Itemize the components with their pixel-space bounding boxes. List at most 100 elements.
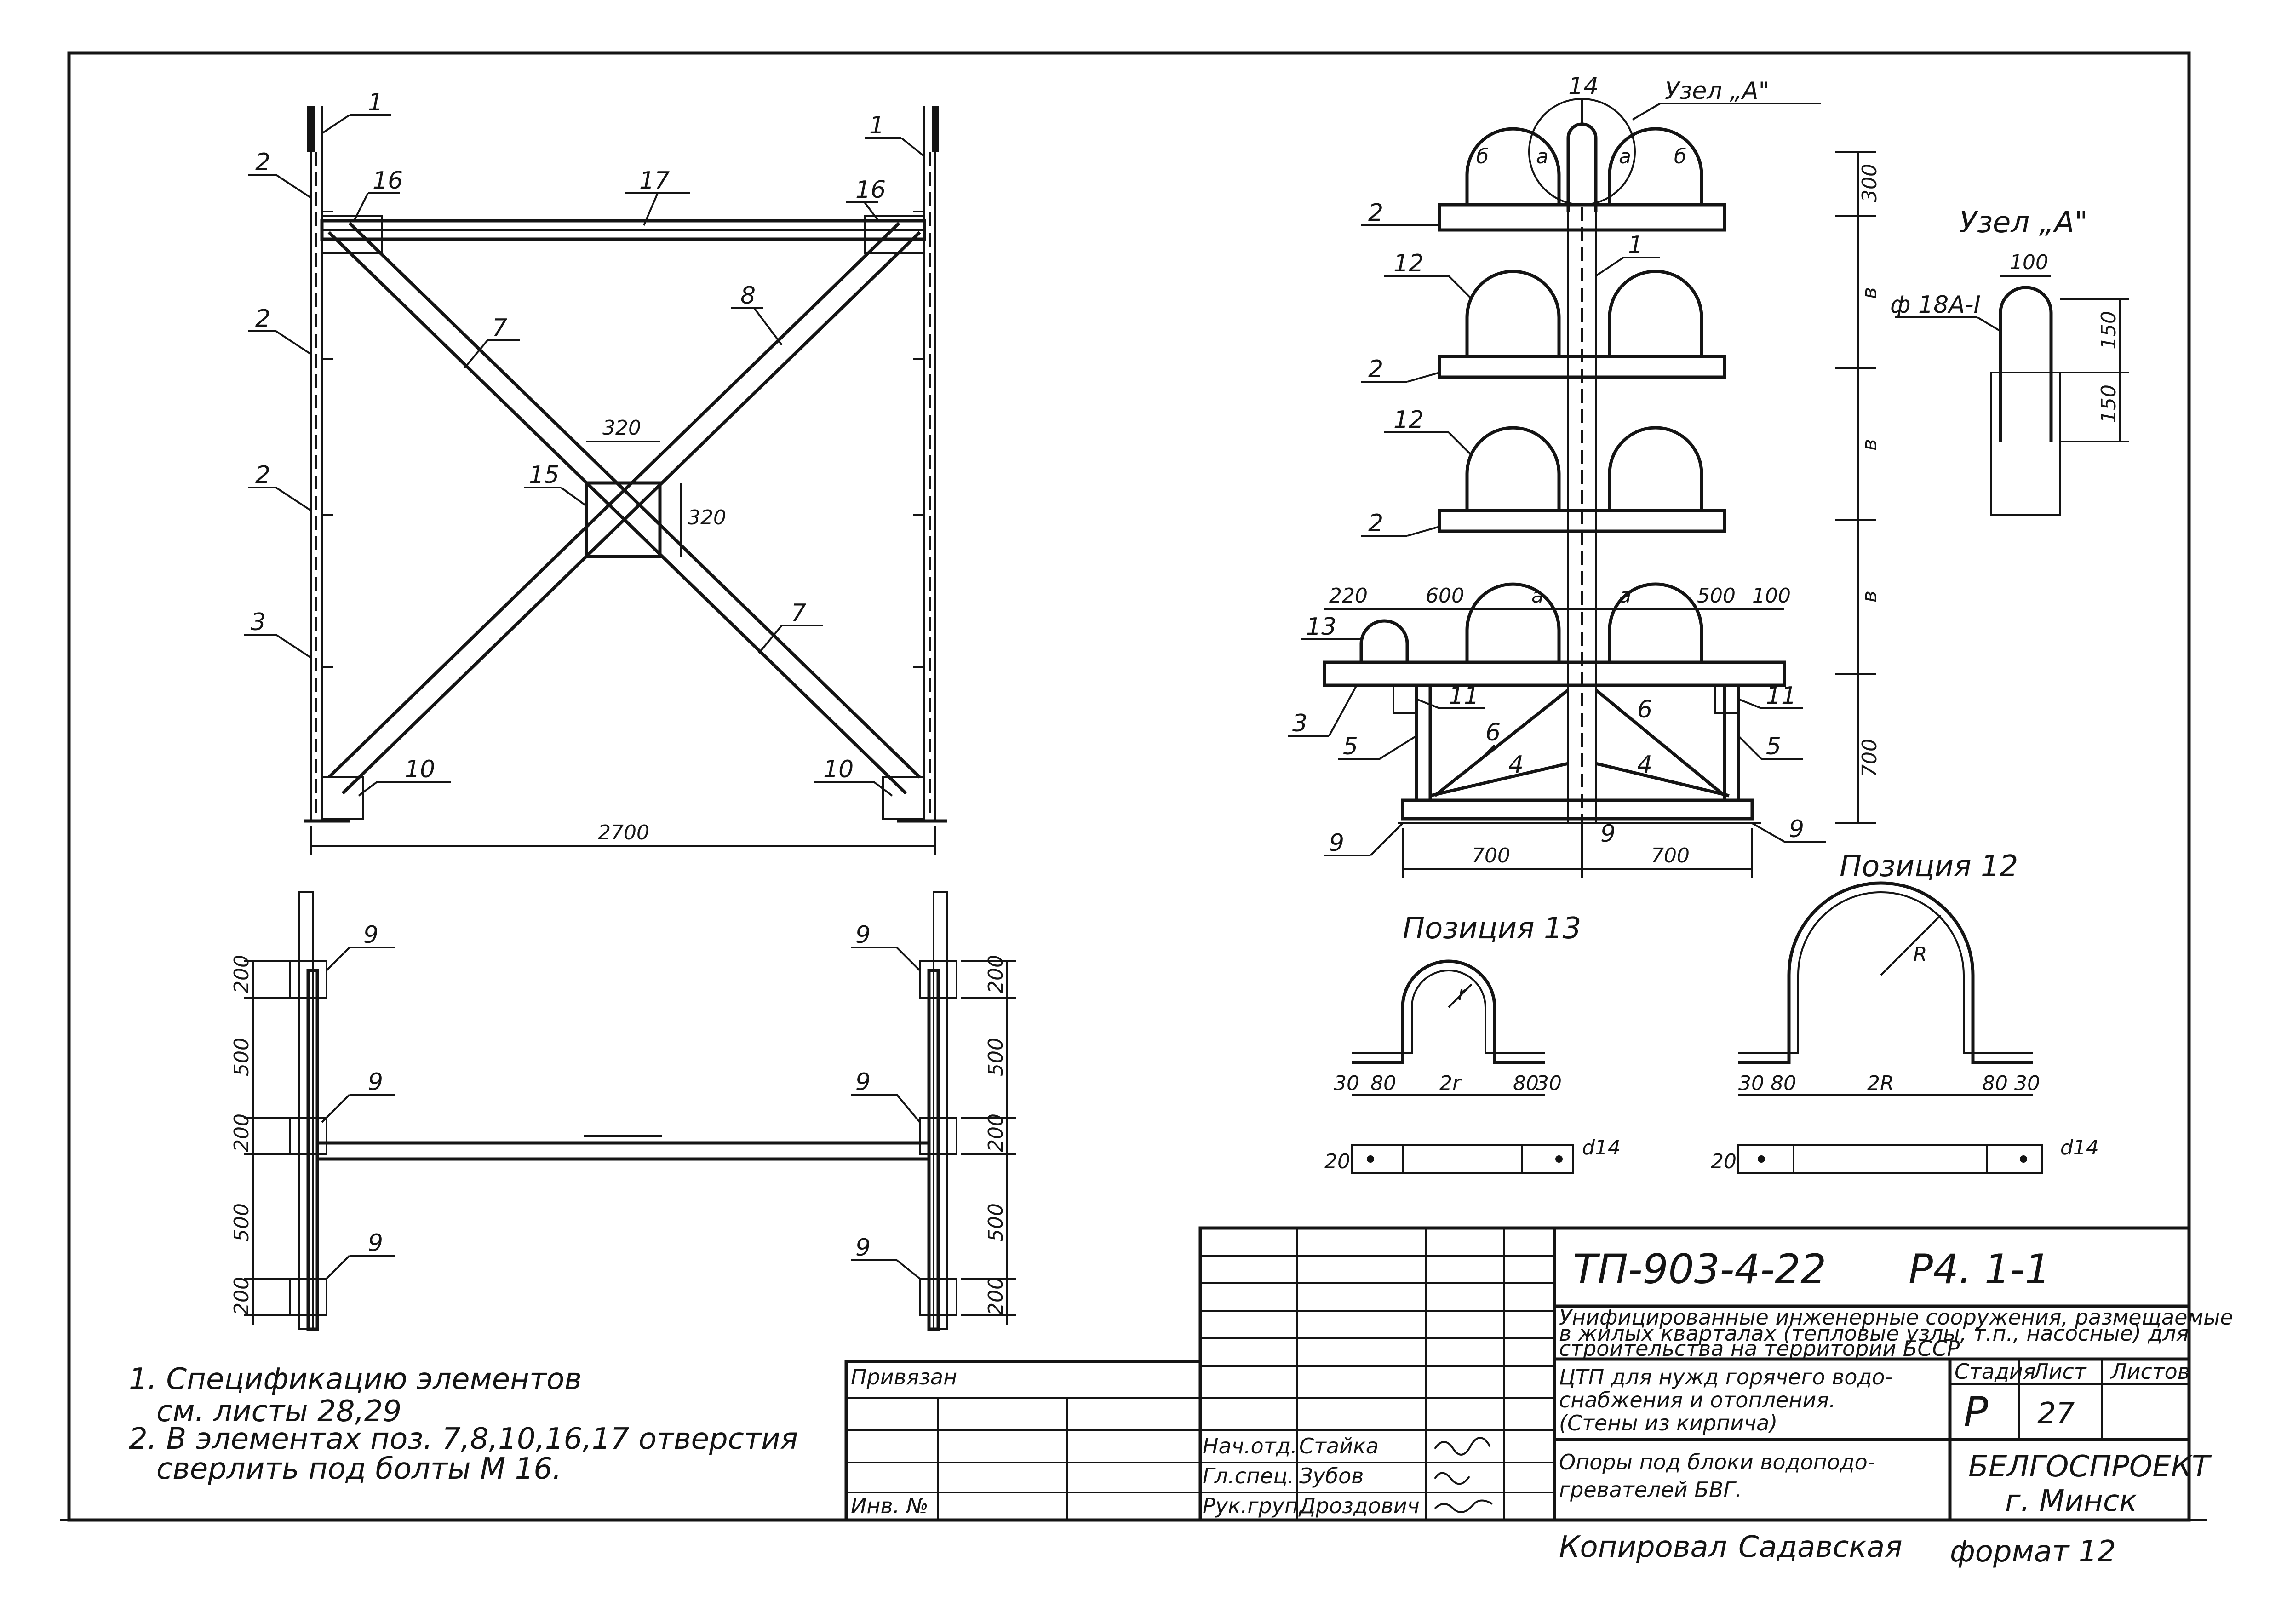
dim-side: б (1674, 145, 1686, 168)
position-13-detail: Позиция 13 r 30 80 2r 80 30 20 d14 (1324, 912, 1621, 1174)
dim-node: 100 (2010, 251, 2048, 274)
dim-plan: 200 (984, 1277, 1008, 1315)
dim-plate-width: 320 (602, 416, 641, 440)
pos-label: 9 (1789, 815, 1804, 843)
sheet-number: 27 (2037, 1397, 2075, 1431)
side-view: 300 в в в 700 220 600 a a 500 100 б a a … (1288, 73, 1881, 878)
pos-label: 4 (1508, 751, 1524, 779)
organization: БЕЛГОСПРОЕКТ (1968, 1450, 2212, 1484)
node-a-callout: Узел „А" (1665, 77, 1770, 105)
pos-label: 9 (368, 1068, 383, 1096)
name-lead: Дроздович (1298, 1493, 1420, 1518)
dim-side: a (1619, 584, 1631, 608)
pos-label: 2 (255, 305, 270, 333)
pos-label: 8 (740, 282, 756, 310)
dim-side: 600 (1426, 584, 1464, 608)
dim-side: 300 (1858, 164, 1881, 202)
dim-side: 100 (1752, 584, 1791, 608)
dim-pos12: 20 (1711, 1150, 1737, 1173)
pos-label: 3 (251, 608, 266, 636)
pos-label: 9 (1600, 820, 1616, 848)
dim-side: в (1858, 439, 1881, 451)
dim-plan: 500 (984, 1203, 1008, 1242)
drawing-title-1: Опоры под блоки водоподо- (1559, 1450, 1875, 1475)
sheet-label: Лист (2032, 1359, 2087, 1384)
title-block: Привязан Инв. № ТП-903-4-22 Р4. 1-1 Униф… (844, 1226, 2233, 1569)
pos-label: 16 (855, 176, 886, 204)
dim-plan: 200 (984, 1113, 1008, 1152)
dim-plan: 200 (230, 955, 253, 993)
pos-label: 9 (1329, 829, 1344, 857)
pos-label: 13 (1306, 613, 1336, 641)
project-line-1: Унифицированные инженерные сооружения, р… (1559, 1305, 2233, 1330)
general-notes: 1. Спецификацию элементов см. листы 28,2… (129, 1362, 798, 1486)
dim-pos13: d14 (1582, 1136, 1621, 1159)
dim-pos13: 80 (1370, 1072, 1396, 1095)
pos-label: 7 (791, 599, 806, 627)
name-head: Стайка (1299, 1434, 1379, 1458)
dim-side: в (1858, 591, 1881, 603)
dim-plan: 200 (984, 955, 1008, 993)
dim-side: a (1536, 145, 1548, 168)
pos-label: 14 (1568, 73, 1599, 100)
role-head: Нач.отд. (1203, 1434, 1297, 1458)
dim-pos13: 30 (1334, 1072, 1359, 1095)
pos-label: 16 (373, 167, 403, 195)
project-line-2: в жилых кварталах (тепловые узлы, т.п., … (1559, 1321, 2189, 1346)
pos-label: 1 (1628, 231, 1643, 259)
dim-node: 150 (2097, 311, 2121, 350)
name-chief: Зубов (1299, 1463, 1364, 1488)
note-1-ref: см. листы 28,29 (156, 1394, 401, 1429)
front-view-dimensions: 2700 320 320 (310, 416, 936, 855)
dim-R: R (1913, 943, 1927, 966)
pos-label: 9 (363, 921, 378, 949)
copied-name: Садавская (1738, 1530, 1903, 1564)
dim-side: a (1619, 145, 1631, 168)
dim-side: a (1531, 584, 1544, 608)
note-2: 2. В элементах поз. 7,8,10,16,17 отверст… (129, 1422, 798, 1456)
node-a-detail: Узел „А" 100 150 150 ф 18A-I (1890, 206, 2129, 516)
drawing-title-2: гревателей БВГ. (1559, 1477, 1742, 1502)
stage-label: Стадия (1955, 1359, 2035, 1384)
pos-label: 5 (1766, 733, 1781, 760)
dim-side: в (1858, 287, 1881, 299)
object-line-2: снабжения и отопления. (1559, 1388, 1836, 1412)
dim-pos12: 80 (1771, 1072, 1796, 1095)
inv-label: Инв. № (851, 1493, 929, 1518)
dim-side: б (1476, 145, 1489, 168)
pos13-title: Позиция 13 (1403, 912, 1581, 946)
object-line-3: (Стены из кирпича) (1559, 1411, 1777, 1435)
dim-pos12: d14 (2060, 1136, 2099, 1159)
pos-label: 12 (1393, 250, 1424, 277)
dim-pos13: 2r (1439, 1072, 1462, 1095)
pos-label: 2 (1368, 510, 1383, 537)
dim-plan: 200 (230, 1277, 253, 1315)
pos-label: 1 (869, 112, 884, 139)
pos-label: 2 (255, 461, 270, 489)
sheets-label: Листов (2110, 1359, 2190, 1384)
dim-plan: 200 (230, 1113, 253, 1152)
dim-plan: 500 (230, 1038, 253, 1076)
front-view-frame (304, 106, 947, 823)
signature (1434, 1499, 1493, 1513)
pos-label: 11 (1766, 682, 1796, 710)
front-view-labels: 1 2 2 2 3 16 17 16 1 7 8 15 7 10 10 (244, 89, 925, 797)
sheet-reference: Р4. 1-1 (1909, 1245, 2051, 1293)
dim-node: 150 (2097, 384, 2121, 423)
pos12-title: Позиция 12 (1840, 849, 2018, 884)
dim-pos13: 30 (1536, 1072, 1562, 1095)
pos-label: 2 (1368, 356, 1383, 383)
pos-label: 15 (529, 461, 559, 489)
stage-value: Р (1964, 1388, 1988, 1435)
dim-plan: 500 (230, 1203, 253, 1242)
organization-city: г. Минск (2005, 1484, 2137, 1518)
pos-label: 2 (1368, 199, 1383, 227)
object-line-1: ЦТП для нужд горячего водо- (1559, 1365, 1892, 1389)
pos-label: 11 (1449, 682, 1479, 710)
pos-label: 12 (1393, 406, 1424, 434)
dim-pos12: 30 (1738, 1072, 1764, 1095)
role-chief: Гл.спец. (1203, 1463, 1294, 1488)
pos-label: 10 (405, 756, 435, 783)
